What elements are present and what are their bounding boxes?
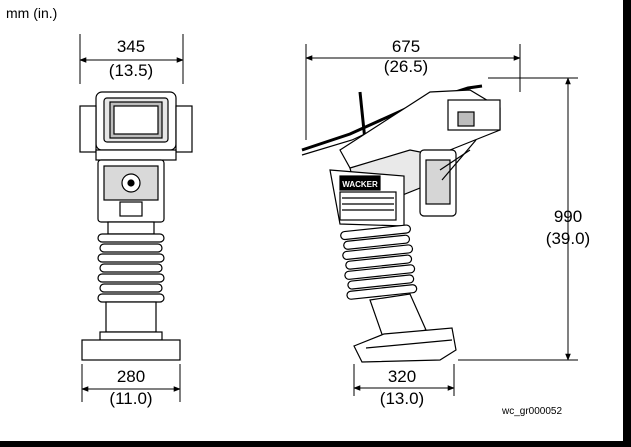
brand-plate-text: WACKER xyxy=(342,180,378,189)
front-base-width-in: (11.0) xyxy=(109,389,152,408)
front-top-dimension xyxy=(79,34,184,84)
side-view-rammer xyxy=(301,84,501,363)
front-top-width-mm: 345 xyxy=(117,37,145,56)
side-length-dimension xyxy=(305,44,521,140)
side-foot-dimension xyxy=(353,364,455,396)
side-height-mm: 990 xyxy=(554,207,582,226)
side-height-in: (39.0) xyxy=(546,229,590,248)
front-base-dimension xyxy=(81,364,181,402)
figure-code: wc_gr000052 xyxy=(501,406,562,417)
front-base-width-mm: 280 xyxy=(117,367,145,386)
front-top-width-in: (13.5) xyxy=(109,61,153,80)
side-length-in: (26.5) xyxy=(384,57,428,76)
units-label: mm (in.) xyxy=(6,5,57,21)
side-foot-length-in: (13.0) xyxy=(380,389,424,408)
side-height-dimension xyxy=(458,77,578,361)
front-view-rammer xyxy=(79,91,193,361)
side-foot-length-mm: 320 xyxy=(388,367,416,386)
side-length-mm: 675 xyxy=(392,37,420,56)
